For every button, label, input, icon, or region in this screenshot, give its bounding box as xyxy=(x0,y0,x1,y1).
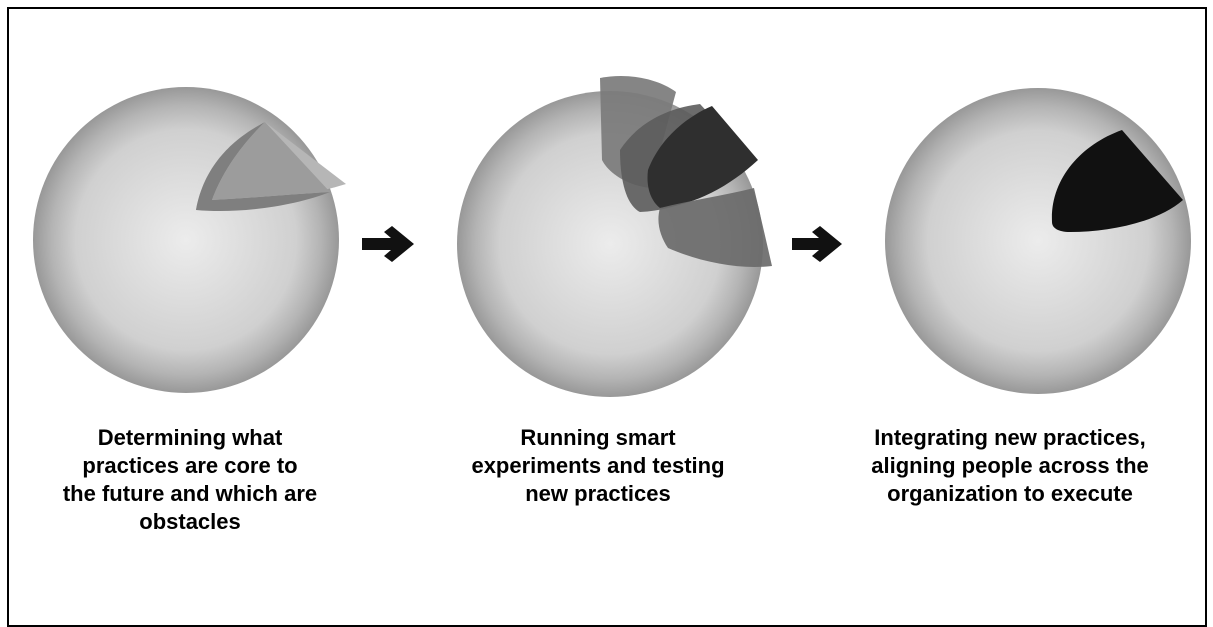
integrated-practice-wedge xyxy=(1051,130,1183,232)
sphere-3 xyxy=(885,88,1191,394)
experiment-wedge-3 xyxy=(647,106,758,208)
core-practice-shadow-1 xyxy=(212,122,330,200)
obstacle-crescent-1 xyxy=(196,122,330,212)
sphere-1 xyxy=(33,87,339,393)
step-2-caption: Running smart experiments and testing ne… xyxy=(471,425,725,506)
experiment-wedge-4 xyxy=(658,188,772,268)
step-3-caption: Integrating new practices, aligning peop… xyxy=(871,425,1149,506)
step-2-sphere xyxy=(457,75,772,397)
step-3-sphere xyxy=(885,88,1191,394)
arrow-2 xyxy=(792,226,842,262)
process-diagram xyxy=(33,75,1191,397)
step-1-caption: Determining what practices are core to t… xyxy=(62,425,318,534)
step-1-sphere xyxy=(33,87,346,393)
arrow-1 xyxy=(362,226,414,262)
